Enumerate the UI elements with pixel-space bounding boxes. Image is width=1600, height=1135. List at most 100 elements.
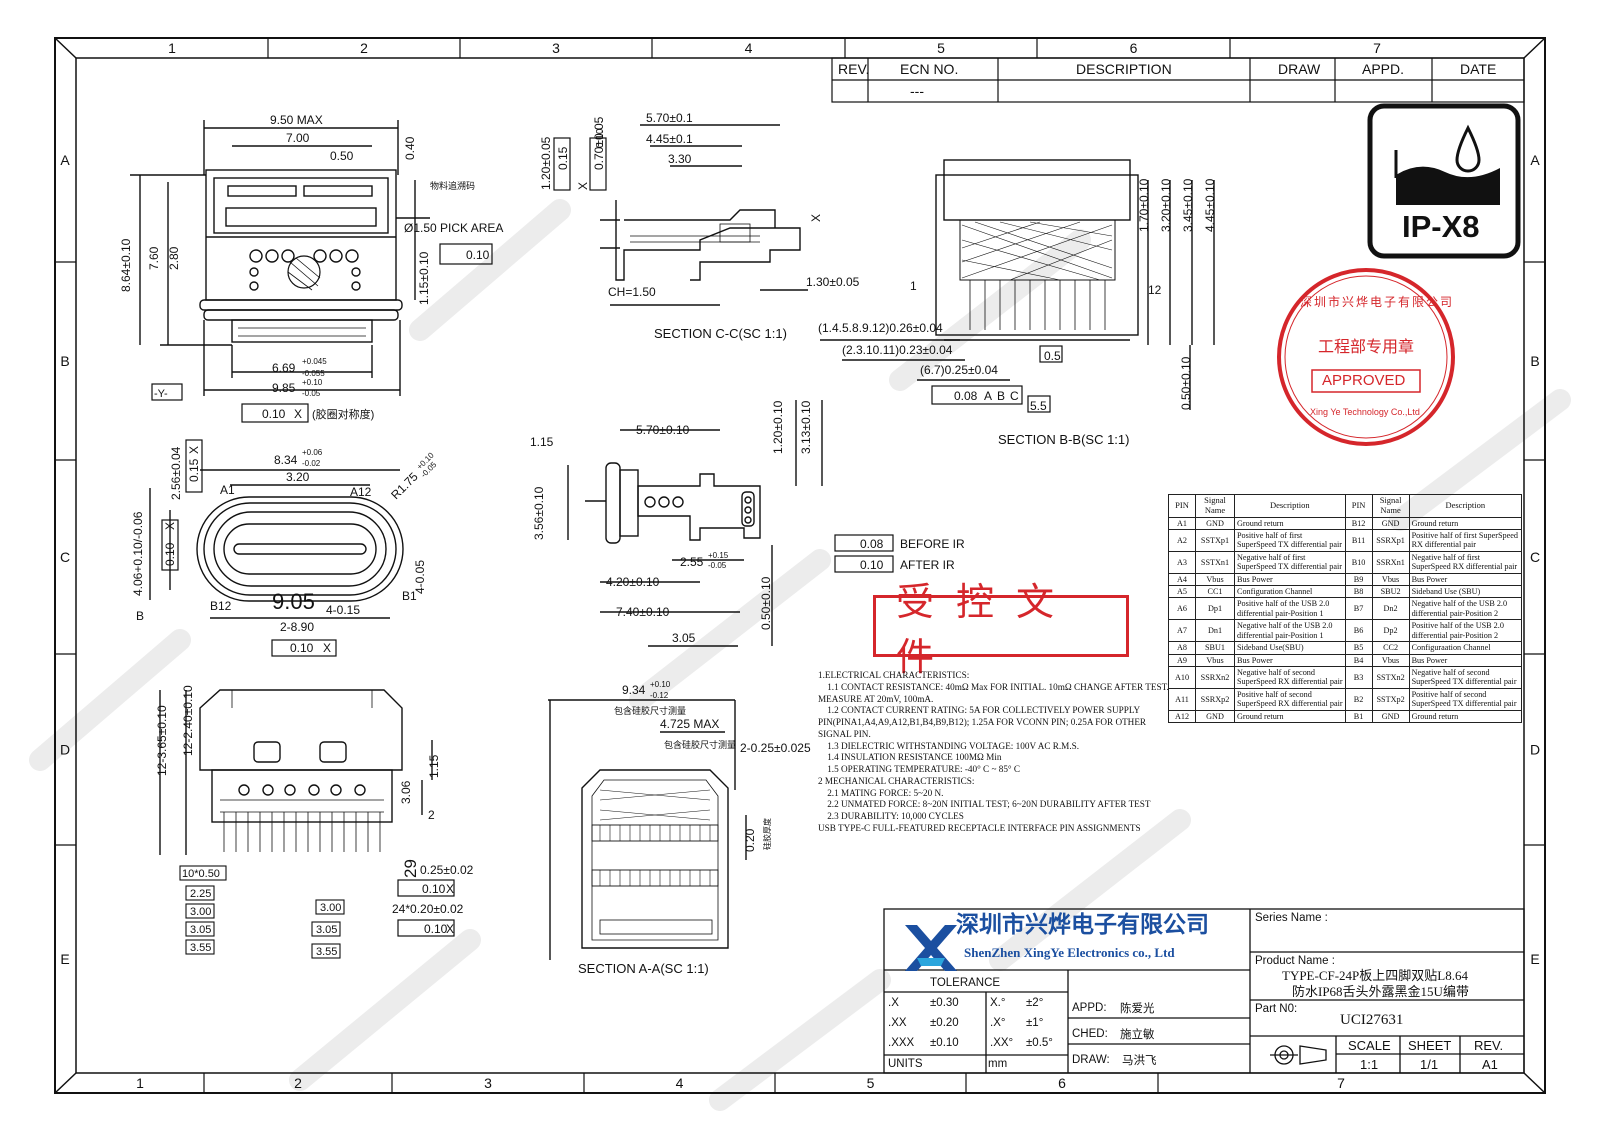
dimension-label: 1.15 [530,435,554,449]
dimension-label: 7.60 [147,246,161,270]
draw-header: DRAW [1278,61,1321,77]
dimension-label: 0.70±0.05 [592,116,606,170]
note-line: 1.1 CONTACT RESISTANCE: 40mΩ Max FOR INI… [818,681,1169,692]
dimension-label: 8.64±0.10 [119,238,133,292]
pin-cell: A8 [1168,641,1196,655]
rev-header: REV. [838,61,870,77]
dimension-label: 包含硅胶尺寸测量 [664,739,736,750]
zone-col-bottom: 1 [136,1075,144,1091]
pin-cell: CC2 [1371,641,1410,655]
pin-cell: Vbus [1195,653,1235,668]
pin-cell: B12 [1344,516,1373,530]
dimension-label: 12 [1148,283,1162,297]
zone-row-right: E [1530,951,1539,967]
pin-table-header: Description [1234,494,1346,518]
ecn-header: ECN NO. [900,61,959,77]
title-block [883,908,1525,1074]
pin-cell: Bus Power [1234,653,1346,668]
dimension-label: 0.40 [403,136,417,160]
note-line: PIN(PINA1,A4,A9,A12,B1,B4,B9,B12); 1.25A… [818,717,1147,728]
pin-cell: SSRXp1 [1371,528,1410,552]
note-line: 2.1 MATING FORCE: 5~20 N. [818,787,944,798]
dimension-label: 6.69 [272,361,296,375]
dimension-label: -0.12 [650,691,669,700]
dimension-label: 29 [401,859,420,878]
dimension-label: 12-3.65±0.10 [155,705,169,776]
pin-cell: A6 [1168,597,1196,621]
dimension-label: 物料追溯码 [430,180,475,191]
note-line: MEASURE AT 20mV, 100mA. [818,693,934,704]
dimension-label: 硅胶厚度 [762,818,772,850]
note-line: 2.2 UNMATED FORCE: 8~20N INITIAL TEST; 6… [818,799,1151,810]
dimension-label: (6.7)0.25±0.04 [920,363,998,377]
dimension-label: -0.055 [302,369,325,378]
dimension-label: CH=1.50 [608,285,656,299]
tolerance-cell: .XX° [990,1037,1014,1049]
zone-col-top: 5 [937,40,945,56]
pin-cell: A4 [1168,572,1196,587]
pin-cell: SSRXn2 [1195,666,1235,689]
flatness-before-label: BEFORE IR [900,537,965,551]
dimension-label: 2.55 [680,555,704,569]
pin-cell: A9 [1168,653,1196,668]
zone-row-left: A [60,152,70,168]
dimension-label: 0.10 [595,128,606,148]
dimension-label: 3.00 [320,902,341,914]
dimension-label: 4.45±0.1 [646,132,693,146]
pin-cell: GND [1371,516,1410,530]
seal-center-text: 工程部专用章 [1318,337,1415,356]
part-no-value: UCI27631 [1340,1012,1404,1028]
dimension-label: Ø1.50 PICK AREA [404,221,503,235]
pin-cell: Negative half of the USB 2.0 differentia… [1408,597,1523,621]
dimension-label: 3.55 [316,946,337,958]
pin-cell: SBU1 [1195,641,1235,655]
tolerance-cell: .X° [990,1017,1006,1029]
zone-col-bottom: 2 [294,1075,302,1091]
sheet-label: SHEET [1408,1038,1452,1053]
pin-cell: Bus Power [1234,572,1346,587]
dimension-label: (2.3.10.11)0.23±0.04 [842,343,953,357]
technical-notes: 1.ELECTRICAL CHARACTERISTICS: 1.1 CONTAC… [818,670,1169,835]
zone-row-left: E [60,951,69,967]
pin-cell: Ground return [1408,709,1523,724]
section-cc-view [553,124,808,306]
dimension-label: 0.10 [466,248,490,262]
dimension-label: X [163,522,177,530]
pin-table-header: PIN [1344,494,1373,518]
section-bb-title: SECTION B-B(SC 1:1) [998,432,1129,447]
part-no-label: Part N0: [1255,1003,1298,1015]
note-line: 2 MECHANICAL CHARACTERISTICS: [818,775,975,786]
pin-cell: Ground return [1408,516,1523,530]
dimension-label: +0.10 [650,680,671,689]
tolerance-cell: .XXX [888,1037,915,1049]
dimension-label: 0.10 [424,922,448,936]
dimension-label: 3.13±0.10 [799,400,813,454]
pin-cell: SSRXp2 [1195,687,1235,711]
dimension-label: 10*0.50 [182,868,220,880]
dimension-label: 0.5 [1044,349,1061,363]
zone-row-left: D [60,742,70,758]
zone-col-bottom: 6 [1058,1075,1066,1091]
draw-name: 马洪飞 [1122,1053,1157,1067]
zone-col-top: 4 [745,40,753,56]
zone-col-bottom: 3 [484,1075,492,1091]
tolerance-cell: X.° [990,997,1006,1009]
product-name-line2: 防水IP68舌头外露黑金15U编带 [1292,984,1469,999]
pin-cell: CC1 [1195,585,1235,599]
pin-cell: Sideband Use(SBU) [1234,641,1346,655]
pin-cell: Bus Power [1408,653,1523,668]
pin-cell: Negative half of first SuperSpeed TX dif… [1234,550,1346,574]
note-line: 1.2 CONTACT CURRENT RATING: 5A FOR COLLE… [818,705,1141,716]
pin-cell: A3 [1168,550,1196,574]
ecn-value: --- [910,83,924,99]
dimension-label: 0.20 [743,828,757,852]
